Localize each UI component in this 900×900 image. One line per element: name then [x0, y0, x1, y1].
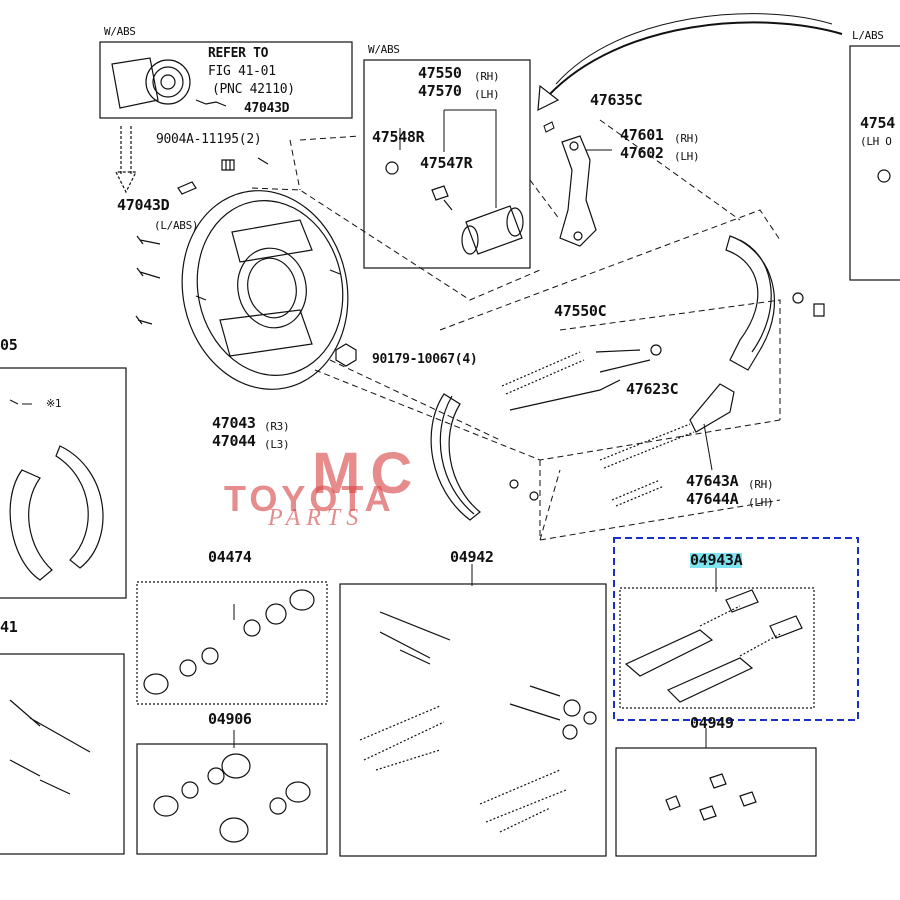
label-wabs-mid: W/ABS — [368, 43, 400, 56]
shoe-kit-box — [0, 367, 127, 599]
part-9004a-11195[interactable]: 9004A-11195(2) — [156, 132, 262, 147]
part-47602[interactable]: 47602 — [620, 144, 664, 162]
adjuster-lever-icon — [689, 383, 735, 471]
part-47548r[interactable]: 47548R — [372, 128, 425, 146]
label-star1: ※1 — [46, 397, 62, 410]
label-labs-right: L/ABS — [852, 29, 884, 42]
down-arrow-icon — [115, 126, 137, 194]
adjuster-kit-icon — [624, 568, 803, 703]
spring-icon — [501, 344, 695, 507]
backing-plate-icon — [181, 190, 349, 390]
selection-highlight-box — [613, 537, 859, 721]
kit-04943a[interactable]: 04943A — [690, 551, 743, 569]
kit-box-04942 — [339, 583, 607, 857]
nut-icon — [335, 343, 357, 367]
kit-box-04943a — [619, 587, 815, 709]
label-labs-left: (L/ABS) — [154, 219, 199, 232]
part-47043[interactable]: 47043 — [212, 414, 256, 432]
part-47550c[interactable]: 47550C — [554, 302, 607, 320]
watermark-parts: PARTS — [268, 505, 365, 531]
wheel-cylinder-box — [363, 59, 531, 269]
part-47601[interactable]: 47601 — [620, 126, 664, 144]
hardware-box-left — [0, 653, 125, 855]
label-rh-b: (RH) — [674, 132, 700, 145]
label-lh-cut: (LH O — [860, 135, 892, 148]
part-47635c[interactable]: 47635C — [590, 91, 643, 109]
speed-sensor-icon — [111, 57, 227, 109]
part-47043d-box[interactable]: 47043D — [244, 101, 290, 116]
cylinder-kit-icon — [143, 589, 315, 695]
kit-box-04949 — [615, 747, 817, 857]
part-47623c[interactable]: 47623C — [626, 380, 679, 398]
pin-icon — [9, 699, 91, 795]
wabs-sensor-box — [99, 41, 353, 119]
part-4754-cut[interactable]: 4754 — [860, 114, 895, 132]
part-47550[interactable]: 47550 — [418, 64, 462, 82]
label-lh-a: (LH) — [474, 88, 500, 101]
seal-kit-icon — [153, 730, 311, 843]
part-47644a[interactable]: 47644A — [686, 490, 739, 508]
label-cut-05: 05 — [0, 336, 18, 354]
watermark-toyota: TOYOTA — [224, 478, 395, 519]
spring-kit-icon — [359, 564, 597, 833]
brake-shoe-right-icon — [725, 235, 825, 371]
kit-04906[interactable]: 04906 — [208, 710, 252, 728]
part-90179-10067[interactable]: 90179-10067(4) — [372, 352, 478, 367]
label-wabs-top-left: W/ABS — [104, 25, 136, 38]
curved-arrow-icon — [547, 21, 843, 97]
label-r3: (R3) — [264, 420, 290, 433]
shoe-icon — [9, 445, 104, 581]
part-47547r[interactable]: 47547R — [420, 154, 473, 172]
kit-box-04906 — [136, 743, 328, 855]
label-rh-c: (RH) — [748, 478, 774, 491]
brake-shoe-left-icon — [430, 393, 539, 521]
kit-04474[interactable]: 04474 — [208, 548, 252, 566]
label-lh-c: (LH) — [748, 496, 774, 509]
label-refer-to: REFER TO — [208, 46, 269, 61]
label-rh-a: (RH) — [474, 70, 500, 83]
label-lh-b: (LH) — [674, 150, 700, 163]
part-47570[interactable]: 47570 — [418, 82, 462, 100]
part-47643a[interactable]: 47643A — [686, 472, 739, 490]
label-fig[interactable]: FIG 41-01 — [208, 64, 276, 79]
part-47044[interactable]: 47044 — [212, 432, 256, 450]
part-47043d[interactable]: 47043D — [117, 196, 170, 214]
label-pnc: (PNC 42110) — [212, 82, 295, 97]
parking-lever-icon — [543, 121, 612, 247]
clip-kit-icon — [665, 728, 757, 821]
watermark-mc: MC — [312, 441, 423, 506]
kit-04949[interactable]: 04949 — [690, 714, 734, 732]
label-l3: (L3) — [264, 438, 290, 451]
kit-04942[interactable]: 04942 — [450, 548, 494, 566]
kit-box-04474 — [136, 581, 328, 705]
bolt-icon — [135, 157, 269, 325]
wheel-cylinder-icon — [385, 161, 524, 255]
labs-box — [849, 45, 900, 281]
label-cut-41: 41 — [0, 618, 18, 636]
